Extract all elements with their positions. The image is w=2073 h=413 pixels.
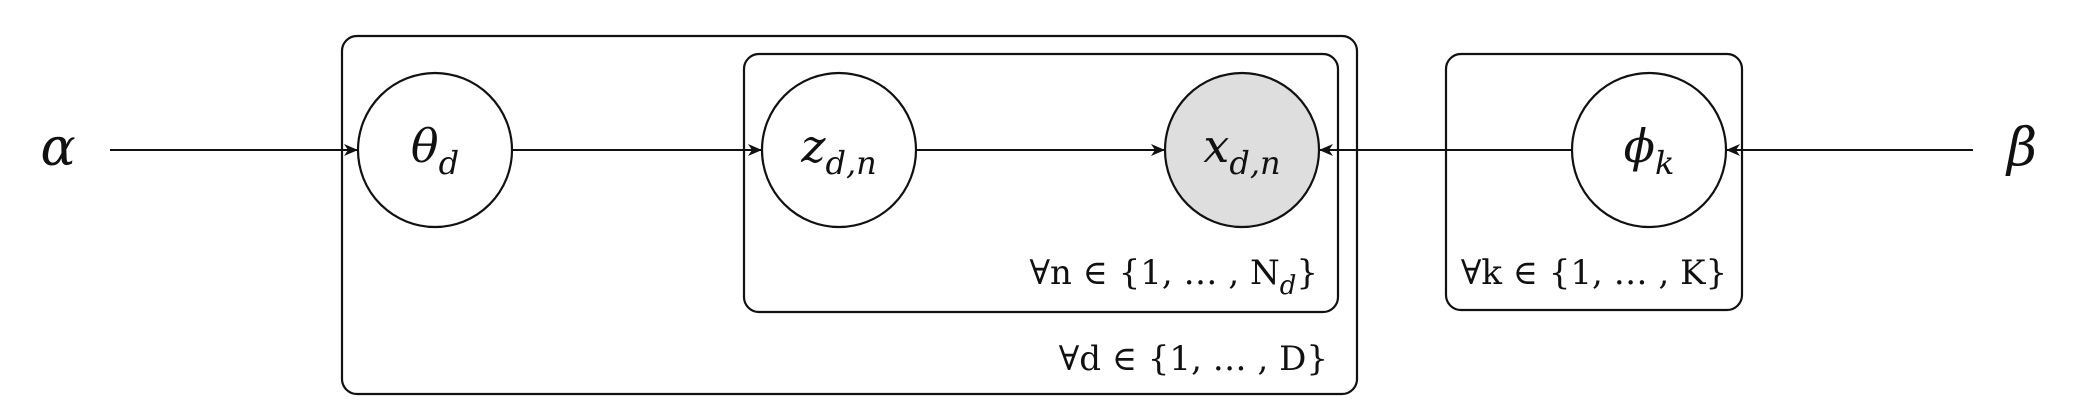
plate-documents-label: ∀d ∈ {1, … , D} — [1059, 339, 1328, 379]
node-theta — [356, 71, 514, 229]
param-beta: β — [2005, 118, 2037, 178]
node-phi — [1570, 71, 1728, 229]
plate-documents — [340, 34, 1359, 396]
node-theta-label: θd — [411, 119, 459, 182]
node-phi-label: ϕk — [1624, 119, 1675, 182]
node-z — [760, 71, 918, 229]
plate-words — [742, 52, 1340, 314]
plate-topics-label: ∀k ∈ {1, … , K} — [1461, 253, 1727, 293]
node-x-observed — [1163, 71, 1321, 229]
plate-words-label: ∀n ∈ {1, … , Nd} — [1029, 253, 1318, 301]
node-z-label: zd,n — [800, 119, 877, 182]
node-x-label: xd,n — [1203, 119, 1280, 182]
param-alpha: α — [40, 118, 75, 178]
plate-topics — [1444, 52, 1744, 312]
